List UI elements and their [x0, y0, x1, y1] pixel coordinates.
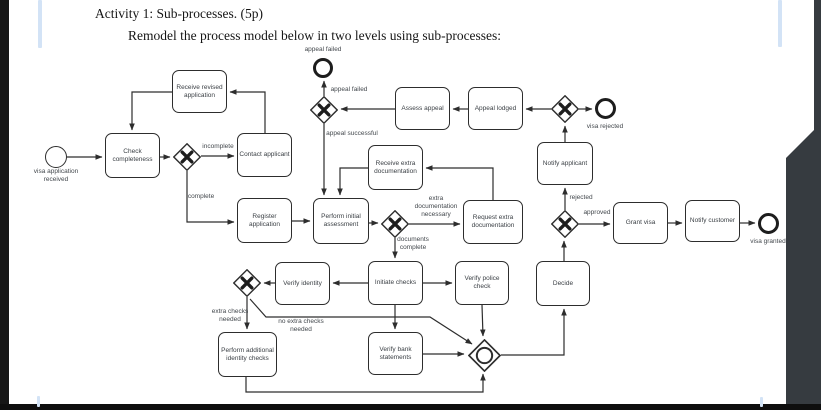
end-event-appeal-failed [313, 58, 333, 78]
task-label: Grant visa [625, 219, 656, 227]
window-left-edge [0, 0, 9, 410]
flow-request-to-receive [425, 165, 494, 200]
task-perform-initial-assessment: Perform initial assessment [313, 198, 369, 244]
exclusive-gateway-icon [380, 209, 410, 239]
task-receive-revised-application: Receive revised application [172, 70, 227, 113]
flow-label-rejected: rejected [569, 193, 593, 201]
event-label-visa-granted: visa granted [750, 237, 786, 245]
task-label: Verify police check [464, 275, 500, 290]
inclusive-gateway-icon [467, 338, 501, 372]
task-label: Initiate checks [374, 279, 417, 287]
flow-receive-to-assessment [337, 167, 368, 196]
gateway-completeness [172, 142, 202, 172]
task-decide: Decide [536, 261, 590, 306]
flow-label-appeal-failed: appeal failed [330, 85, 368, 93]
task-contact-applicant: Contact applicant [237, 133, 292, 177]
task-label: Notify customer [689, 217, 736, 225]
event-label-appeal-failed: appeal failed [304, 45, 342, 53]
exclusive-gateway-icon [172, 142, 202, 172]
flow-label-no-extra-checks: no extra checks needed [278, 317, 324, 333]
margin-marker-top-right [778, 0, 782, 47]
flow-contact-to-revised [229, 89, 266, 133]
task-initiate-checks: Initiate checks [368, 261, 423, 305]
task-grant-visa: Grant visa [613, 202, 668, 244]
task-check-completeness: Check completeness [105, 133, 160, 178]
gateway-decision [550, 209, 580, 239]
task-label: Verify bank statements [379, 345, 412, 361]
activity-instruction: Remodel the process model below in two l… [128, 28, 502, 43]
task-label: Assess appeal [401, 104, 444, 112]
task-appeal-lodged: Appeal lodged [468, 87, 523, 130]
exclusive-gateway-icon [309, 95, 339, 125]
flow-label-appeal-successful: appeal successful [326, 129, 378, 137]
end-event-visa-rejected [594, 97, 616, 119]
event-label-visa-rejected: visa rejected [586, 122, 624, 130]
exclusive-gateway-icon [550, 209, 580, 239]
event-label-visa-application-received: visa application received [33, 167, 79, 183]
task-label: Perform initial assessment [321, 213, 361, 228]
task-verify-bank-statements: Verify bank statements [368, 332, 423, 375]
gateway-documents [380, 209, 410, 239]
exclusive-gateway-icon [550, 94, 580, 124]
task-label: Register application [248, 212, 281, 228]
gateway-checks-merge [467, 338, 501, 372]
gateway-appeal [309, 95, 339, 125]
flow-label-extra-doc-necessary: extra documentation necessary [414, 194, 458, 219]
task-label: Perform additional identity checks [221, 346, 274, 362]
task-label: Decide [552, 279, 574, 287]
task-label: Receive revised application [176, 83, 223, 99]
task-assess-appeal: Assess appeal [395, 87, 450, 130]
margin-marker-bottom-right [760, 397, 763, 407]
flow-revised-to-check [129, 91, 172, 131]
task-notify-customer: Notify customer [685, 200, 740, 242]
task-label: Request extra documentation [471, 214, 515, 229]
task-label: Verify identity [283, 279, 322, 287]
window-bottom-edge [0, 404, 821, 410]
flow-no-extra-checks [249, 298, 473, 345]
margin-marker-bottom-left [37, 396, 40, 407]
margin-marker-top-left [38, 0, 42, 48]
flow-label-incomplete: incomplete [202, 142, 234, 150]
task-label: Check completeness [112, 147, 153, 163]
flow-additional-to-merge [245, 373, 486, 393]
flow-label-documents-complete: documents complete [397, 235, 429, 251]
task-label: Appeal lodged [474, 104, 517, 112]
task-perform-additional-identity-checks: Perform additional identity checks [218, 332, 277, 377]
activity-title: Activity 1: Sub-processes. (5p) [95, 6, 263, 21]
task-label: Receive extra documentation [374, 159, 417, 175]
task-receive-extra-documentation: Receive extra documentation [368, 145, 423, 190]
exclusive-gateway-icon [232, 268, 262, 298]
flow-label-extra-checks-needed: extra checks needed [211, 307, 249, 323]
task-notify-applicant: Notify applicant [537, 142, 593, 185]
flow-police-to-merge [479, 304, 486, 337]
flow-merge-to-decide [501, 308, 567, 356]
start-event-visa-application-received [45, 146, 67, 168]
task-verify-police-check: Verify police check [455, 261, 509, 305]
flow-complete [186, 171, 235, 225]
gateway-rejection [550, 94, 580, 124]
task-register-application: Register application [237, 198, 292, 243]
end-event-visa-granted [757, 212, 779, 234]
task-label: Contact applicant [239, 151, 290, 159]
task-label: Notify applicant [542, 159, 588, 167]
flow-label-complete: complete [187, 192, 215, 200]
task-request-extra-documentation: Request extra documentation [463, 200, 523, 244]
task-verify-identity: Verify identity [275, 262, 330, 305]
flow-label-approved: approved [583, 208, 611, 216]
gateway-extra-checks [232, 268, 262, 298]
